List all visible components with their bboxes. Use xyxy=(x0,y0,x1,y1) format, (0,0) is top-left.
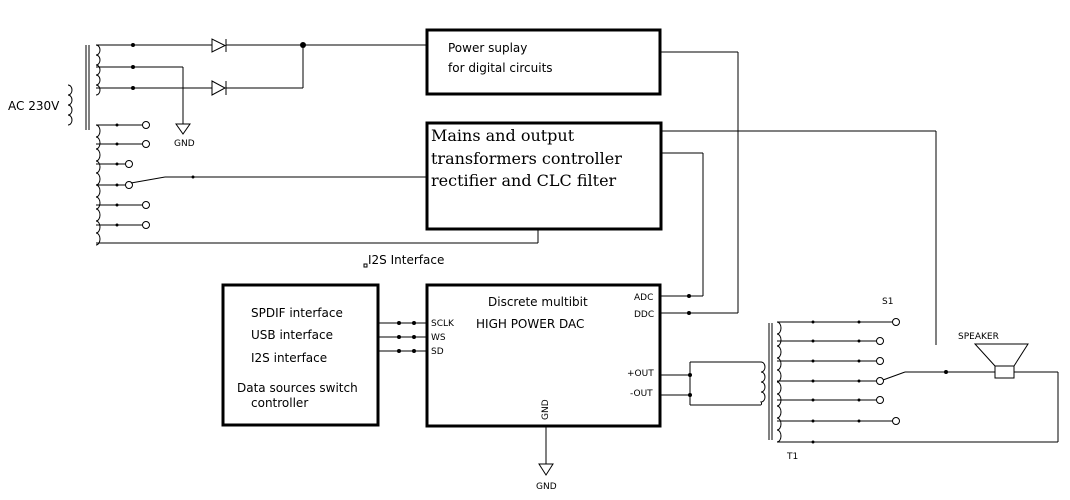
sources-line-usb: USB interface xyxy=(251,328,333,342)
mains-controller-block xyxy=(425,121,663,231)
mains-controller-line-3: rectifier and CLC filter xyxy=(431,171,617,190)
dac-line-1: Discrete multibit xyxy=(488,295,588,309)
power-supply-line-1: Power suplay xyxy=(448,41,527,55)
t1-label: T1 xyxy=(786,452,798,462)
dac-pin-ddc: DDC xyxy=(634,310,654,320)
ground-symbol-dac xyxy=(538,463,554,476)
s1-label: S1 xyxy=(882,297,893,307)
diode-lower xyxy=(211,80,227,96)
dac-pin-gnd: GND xyxy=(541,399,551,420)
power-supply-line-2: for digital circuits xyxy=(448,61,553,75)
output-transformer-t1 xyxy=(776,321,782,443)
speaker-label: SPEAKER xyxy=(958,332,999,342)
mains-controller-line-2: transformers controller xyxy=(431,149,622,168)
input-transformer xyxy=(67,44,101,246)
diode-upper xyxy=(211,38,227,53)
sources-block xyxy=(221,283,380,427)
power-supply-block xyxy=(425,28,662,96)
mains-controller-line-1: Mains and output xyxy=(431,126,575,145)
dac-pin-adc: ADC xyxy=(634,293,653,303)
sources-line-spdif: SPDIF interface xyxy=(251,306,343,320)
ac-input-label: AC 230V xyxy=(8,99,60,113)
dac-pin-minus-out: -OUT xyxy=(630,389,653,399)
dac-line-2: HIGH POWER DAC xyxy=(476,317,584,331)
i2s-interface-label: I2S Interface xyxy=(368,253,444,267)
dac-pin-ws: WS xyxy=(431,333,446,343)
dac-pin-plus-out: +OUT xyxy=(627,369,654,379)
gnd-dac-label: GND xyxy=(536,482,557,492)
sources-line-switch: Data sources switch xyxy=(237,381,358,395)
dac-pin-sclk: SCLK xyxy=(431,319,455,329)
gnd-transformer-label: GND xyxy=(174,139,195,149)
dac-pin-sd: SD xyxy=(431,347,444,357)
speaker-symbol xyxy=(973,343,1029,379)
dac-block xyxy=(425,283,662,428)
ground-symbol-transformer xyxy=(175,123,191,135)
sources-line-i2s: I2S interface xyxy=(251,351,327,365)
sources-line-controller: controller xyxy=(251,396,308,410)
output-transformer-primary xyxy=(759,361,766,406)
